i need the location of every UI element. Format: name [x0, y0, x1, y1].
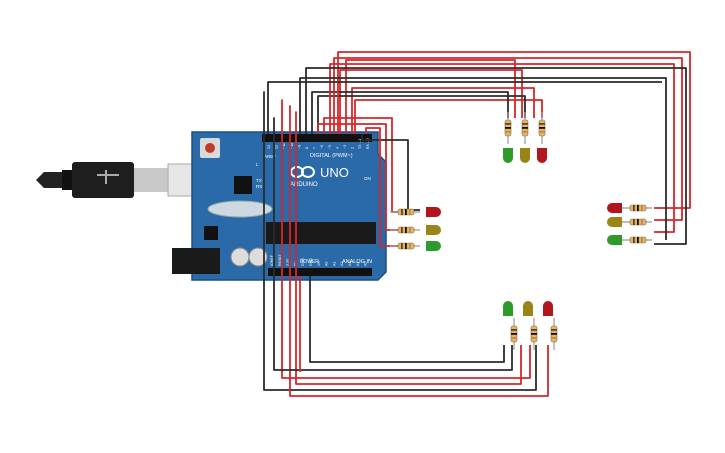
- pin-label-top: 12: [275, 145, 279, 149]
- pin-label-bottom: GND: [301, 258, 305, 266]
- pin-label-bottom: Vin: [317, 261, 321, 266]
- wire: [263, 91, 537, 391]
- power-jack: [172, 248, 220, 274]
- wire: [289, 105, 549, 397]
- on-label: ON: [364, 176, 371, 181]
- pin-label-bottom: RESET: [278, 253, 282, 266]
- arduino-logo-icon: [290, 166, 315, 178]
- wire: [337, 51, 691, 209]
- components: [390, 112, 652, 350]
- wire: [329, 63, 675, 233]
- logo-text: ARDUINO: [290, 182, 318, 188]
- wire: [299, 77, 667, 240]
- wire: [267, 81, 662, 134]
- usb-cable: [36, 162, 193, 198]
- power-label: POWER: [300, 259, 319, 265]
- pin-label-bottom: A4: [356, 262, 360, 266]
- wire: [333, 57, 683, 221]
- pin-label-top: 7: [313, 147, 317, 149]
- digital-label: DIGITAL (PWM~): [310, 153, 353, 159]
- pin-label-top: ~10: [290, 143, 294, 149]
- pin-label-top: ~3: [343, 145, 347, 149]
- wire: [309, 276, 505, 363]
- wire: [317, 95, 526, 134]
- wire: [305, 67, 687, 245]
- arduino-board: DIGITAL (PWM~) ANALOG IN POWER AREF TX R…: [172, 131, 387, 281]
- wire: [351, 87, 535, 134]
- pin-label-top: ~11: [282, 143, 286, 149]
- wire: [354, 99, 543, 134]
- pin-label-bottom: A0: [325, 262, 329, 266]
- pin-label-bottom: A3: [348, 262, 352, 266]
- pin-label-bottom: 3.3V: [286, 258, 290, 266]
- pin-label-top: TX→1: [358, 139, 362, 149]
- digital-header: [262, 134, 372, 142]
- pin-label-bottom: IOREF: [270, 254, 274, 266]
- pin-label-top: 4: [335, 147, 339, 149]
- rx-label: RX: [256, 184, 262, 189]
- l-label: L: [256, 162, 259, 167]
- wires: [263, 51, 691, 397]
- pin-label-top: RX←0: [366, 138, 370, 149]
- pin-label-bottom: A1: [332, 262, 336, 266]
- wire: [311, 91, 509, 134]
- pin-label-top: ~9: [297, 145, 301, 149]
- power-analog-header: [268, 268, 372, 276]
- atmega-chip: [266, 222, 376, 244]
- pin-label-top: 2: [351, 147, 355, 149]
- pin-label-top: 13: [267, 145, 271, 149]
- wire: [295, 111, 522, 385]
- wire: [273, 117, 513, 371]
- wire: [365, 127, 400, 247]
- wire: [281, 99, 531, 379]
- pin-label-bottom: GND: [309, 258, 313, 266]
- analog-label: ANALOG IN: [342, 259, 372, 265]
- wire: [345, 59, 516, 134]
- tx-label: TX: [256, 178, 262, 183]
- pin-label-top: ~6: [320, 145, 324, 149]
- aref-label: AREF: [264, 154, 276, 159]
- model-label: UNO: [320, 165, 349, 180]
- pin-label-top: 8: [305, 147, 309, 149]
- pin-label-top: ~5: [328, 145, 332, 149]
- wire: [339, 69, 523, 134]
- pin-label-bottom: A5: [364, 262, 368, 266]
- pin-label-bottom: A2: [340, 262, 344, 266]
